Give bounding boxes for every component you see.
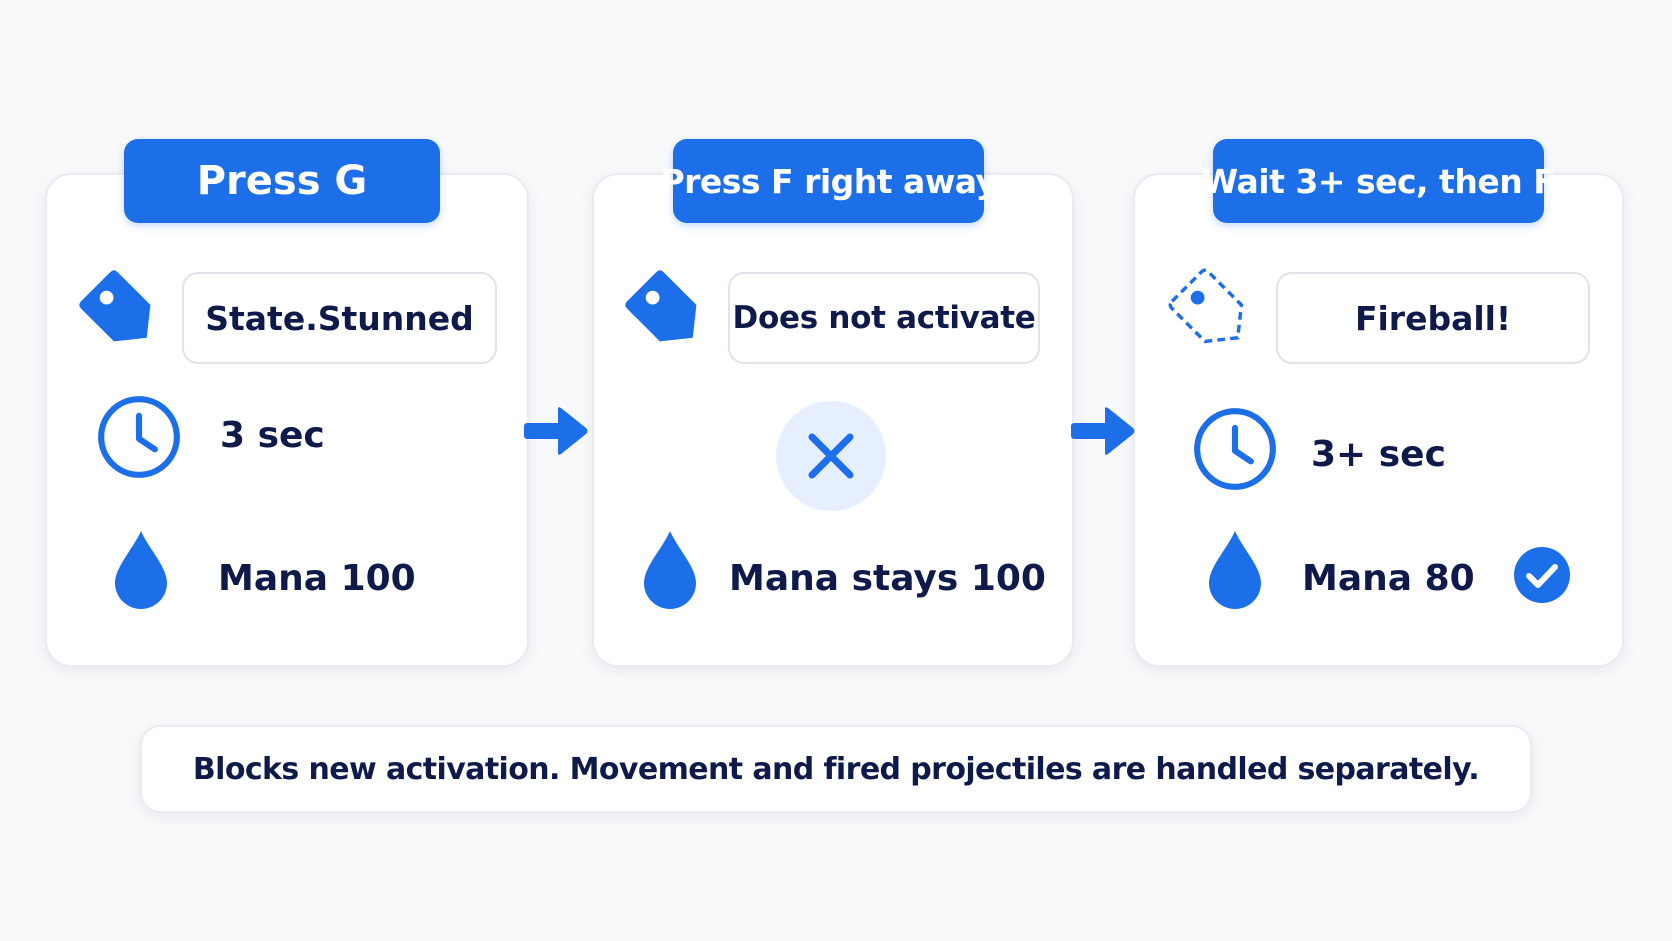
arrow-right-icon (522, 404, 590, 458)
step-2-header: Press F right away (660, 139, 997, 223)
activation-status-label: Does not activate (728, 272, 1040, 364)
arrow-right-icon (1069, 404, 1137, 458)
mana-label: Mana stays 100 (729, 558, 1046, 599)
step-3-header: Wait 3+ sec, then F (1202, 139, 1556, 223)
check-circle-icon (1513, 546, 1571, 604)
duration-label: 3+ sec (1311, 434, 1446, 475)
mana-label: Mana 100 (218, 558, 416, 599)
step-1-header: Press G (124, 139, 440, 223)
dashed-tag-icon (1168, 268, 1254, 354)
drop-icon (111, 529, 171, 611)
tag-icon (77, 268, 163, 354)
duration-label: 3 sec (220, 415, 325, 456)
tag-state-label: State.Stunned (182, 272, 497, 364)
tag-icon (623, 268, 709, 354)
x-icon (776, 401, 886, 511)
result-label: Fireball! (1276, 272, 1590, 364)
drop-icon (1205, 529, 1265, 611)
footer-note: Blocks new activation. Movement and fire… (140, 725, 1532, 813)
clock-icon (1191, 405, 1279, 493)
mana-label: Mana 80 (1302, 558, 1475, 599)
clock-icon (95, 393, 183, 481)
drop-icon (640, 529, 700, 611)
